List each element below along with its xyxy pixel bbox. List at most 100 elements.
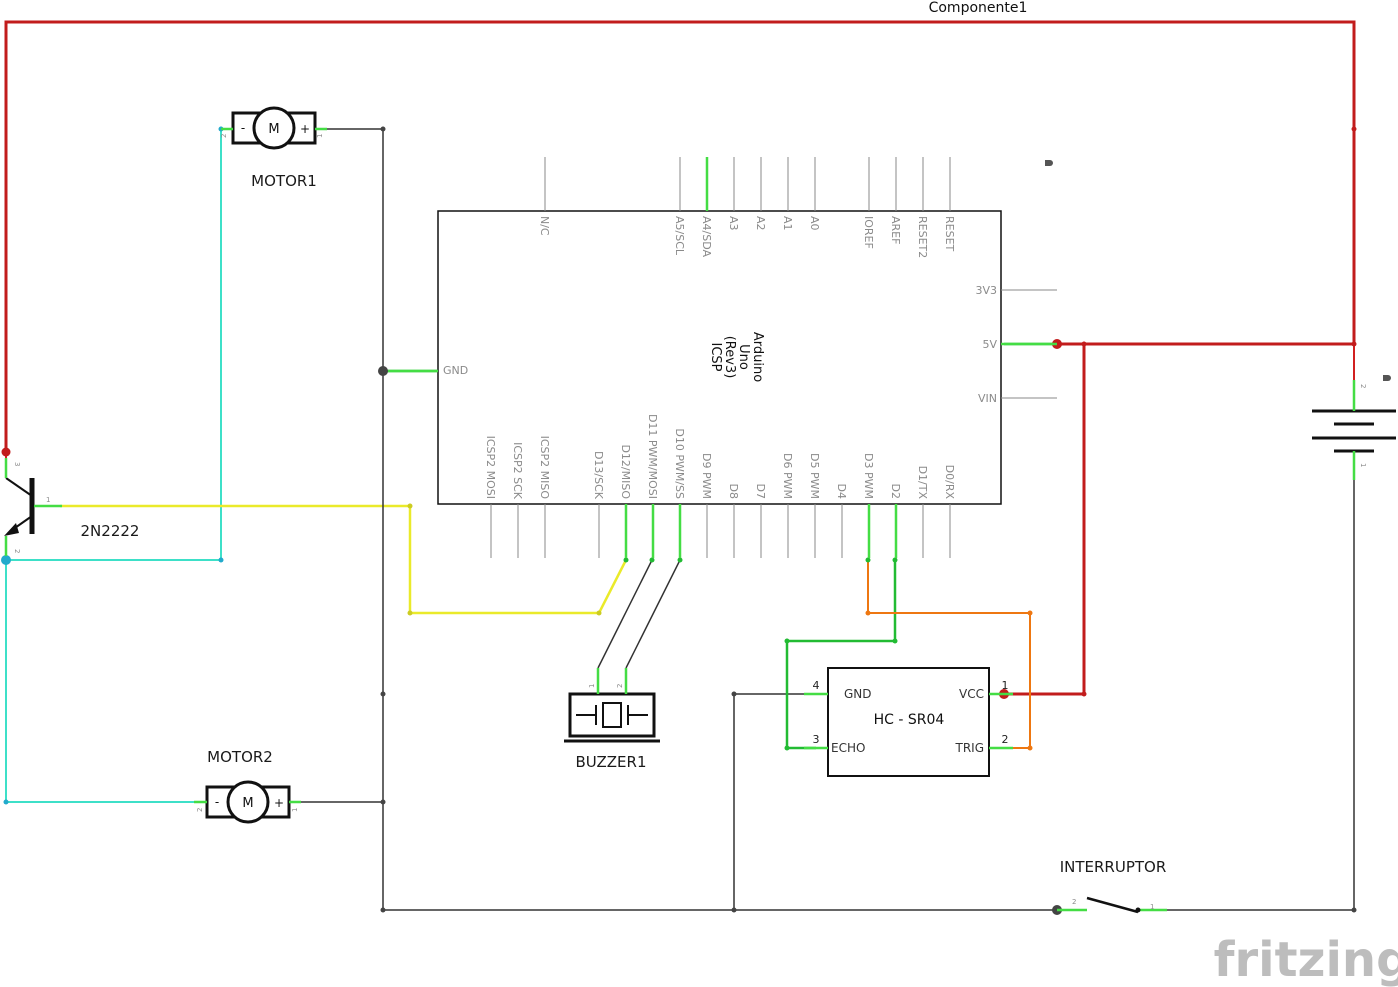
pin-label: A0 [808, 216, 821, 231]
pin-label: ICSP2 SCK [511, 442, 524, 500]
pin-number: 1 [1359, 463, 1367, 467]
pin-label: A3 [727, 216, 740, 231]
bend-point [407, 503, 413, 509]
motor-plus: + [300, 122, 310, 136]
pin-label: RESET [943, 216, 956, 252]
wire-buzzer-1[interactable] [597, 559, 653, 669]
junctions [1, 126, 1357, 915]
bend-point [380, 126, 386, 132]
motor-symbol: M [268, 122, 279, 137]
buzzer1[interactable]: 1 2 BUZZER1 [564, 668, 660, 771]
motor1-label: MOTOR1 [251, 172, 317, 190]
pin-label: D13/SCK [592, 451, 605, 500]
pin-label: D6 PWM [781, 453, 794, 499]
motor-symbol: M [242, 796, 253, 811]
pin-label: A1 [781, 216, 794, 231]
pin-label: D4 [835, 484, 848, 499]
pin-label: D8 [727, 484, 740, 499]
bend-point [380, 799, 386, 805]
pin-label: A5/SCL [673, 216, 686, 256]
switch-lever-icon [1086, 896, 1139, 914]
wire-buzzer-2[interactable] [625, 559, 681, 669]
emitter-arrow-icon [4, 523, 19, 536]
bend-point [784, 745, 790, 751]
pin-label: D10 PWM/SS [673, 428, 686, 499]
pin-number: 1 [291, 808, 299, 812]
bend-point [865, 610, 871, 616]
bend-point [380, 691, 386, 697]
sensor-pin-label: TRIG [954, 741, 984, 755]
bend-point [1351, 126, 1357, 132]
pin-number: 1 [46, 496, 50, 504]
transistor-collector [5, 477, 33, 497]
motor2[interactable]: M - + 2 1 MOTOR2 [194, 748, 301, 824]
pin-label: A2 [754, 216, 767, 231]
buzzer-crystal-icon [602, 702, 622, 728]
motor-minus: - [241, 121, 245, 135]
part-marker-icon [1383, 375, 1391, 381]
bend-point [380, 907, 386, 913]
pin-label: D7 [754, 484, 767, 499]
pin-number: 2 [220, 134, 228, 138]
junction-dot[interactable] [378, 366, 388, 376]
pin-number: 3 [13, 462, 21, 466]
wire-ground-rail[interactable] [323, 128, 1057, 911]
pin-label: IOREF [862, 216, 875, 249]
bend-point [1081, 691, 1087, 697]
arduino-name-line: (Rev3) [722, 336, 737, 379]
switch-contact [1135, 907, 1141, 913]
arduino-body[interactable] [437, 210, 1002, 505]
transistor-2n2222[interactable]: 1 2 3 2N2222 [4, 458, 139, 556]
interruptor-switch[interactable]: 2 1 INTERRUPTOR [1057, 858, 1167, 914]
arduino-name-line: ICSP [708, 342, 723, 371]
motor1[interactable]: M - + 2 1 MOTOR1 [220, 106, 327, 190]
pin-label: D3 PWM [862, 453, 875, 499]
battery[interactable]: 2 1 [1312, 375, 1396, 480]
arduino-right-pins: 3V3 5V VIN [975, 284, 1057, 405]
wire-vcc-top[interactable] [4, 20, 1356, 452]
bend-point [649, 557, 655, 563]
bend-point [784, 638, 790, 644]
bend-point [1351, 341, 1357, 347]
bend-point [1027, 610, 1033, 616]
bend-point [1027, 745, 1033, 751]
bend-point [3, 799, 9, 805]
pin-label: D11 PWM/MOSI [646, 414, 659, 499]
sensor-pin-label: ECHO [831, 741, 865, 755]
bend-point [407, 610, 413, 616]
arduino-name-line: Arduino [750, 332, 765, 382]
motor-icon [252, 106, 296, 150]
junction-dot[interactable] [1, 447, 11, 457]
pin-label: A4/SDA [700, 216, 713, 257]
wire-sensor-gnd[interactable] [733, 693, 816, 910]
bend-point [892, 557, 898, 563]
pin-number: 1 [316, 134, 324, 138]
wire-sensor-vcc[interactable] [1004, 344, 1086, 696]
pin-label-vin: VIN [978, 392, 997, 405]
motor-plus: + [274, 796, 284, 810]
pin-number: 1 [588, 684, 596, 688]
hc-sr04-sensor[interactable]: HC - SR04 GND ECHO VCC TRIG 4 3 1 2 [804, 667, 1013, 777]
transistor-label: 2N2222 [81, 522, 140, 540]
pin-number: 2 [1072, 898, 1076, 906]
sensor-pin-label: GND [844, 687, 872, 701]
junction-dot[interactable] [1, 555, 11, 565]
sensor-pin-label: VCC [959, 687, 984, 701]
pin-number: 4 [813, 679, 820, 692]
wire-motor2-neg[interactable] [5, 560, 196, 803]
bend-point [892, 638, 898, 644]
pin-label: D9 PWM [700, 453, 713, 499]
bend-point [731, 691, 737, 697]
wire-motor1-neg[interactable] [6, 129, 222, 561]
arduino-name-line: Uno [736, 344, 751, 370]
pin-number: 2 [196, 808, 204, 812]
bend-point [731, 907, 737, 913]
sensor-body[interactable] [827, 667, 990, 777]
pin-label: D2 [889, 484, 902, 499]
pin-label: ICSP2 MOSI [484, 436, 497, 499]
wire-battery-minus[interactable] [1165, 480, 1355, 911]
pin-number: 2 [616, 684, 624, 688]
